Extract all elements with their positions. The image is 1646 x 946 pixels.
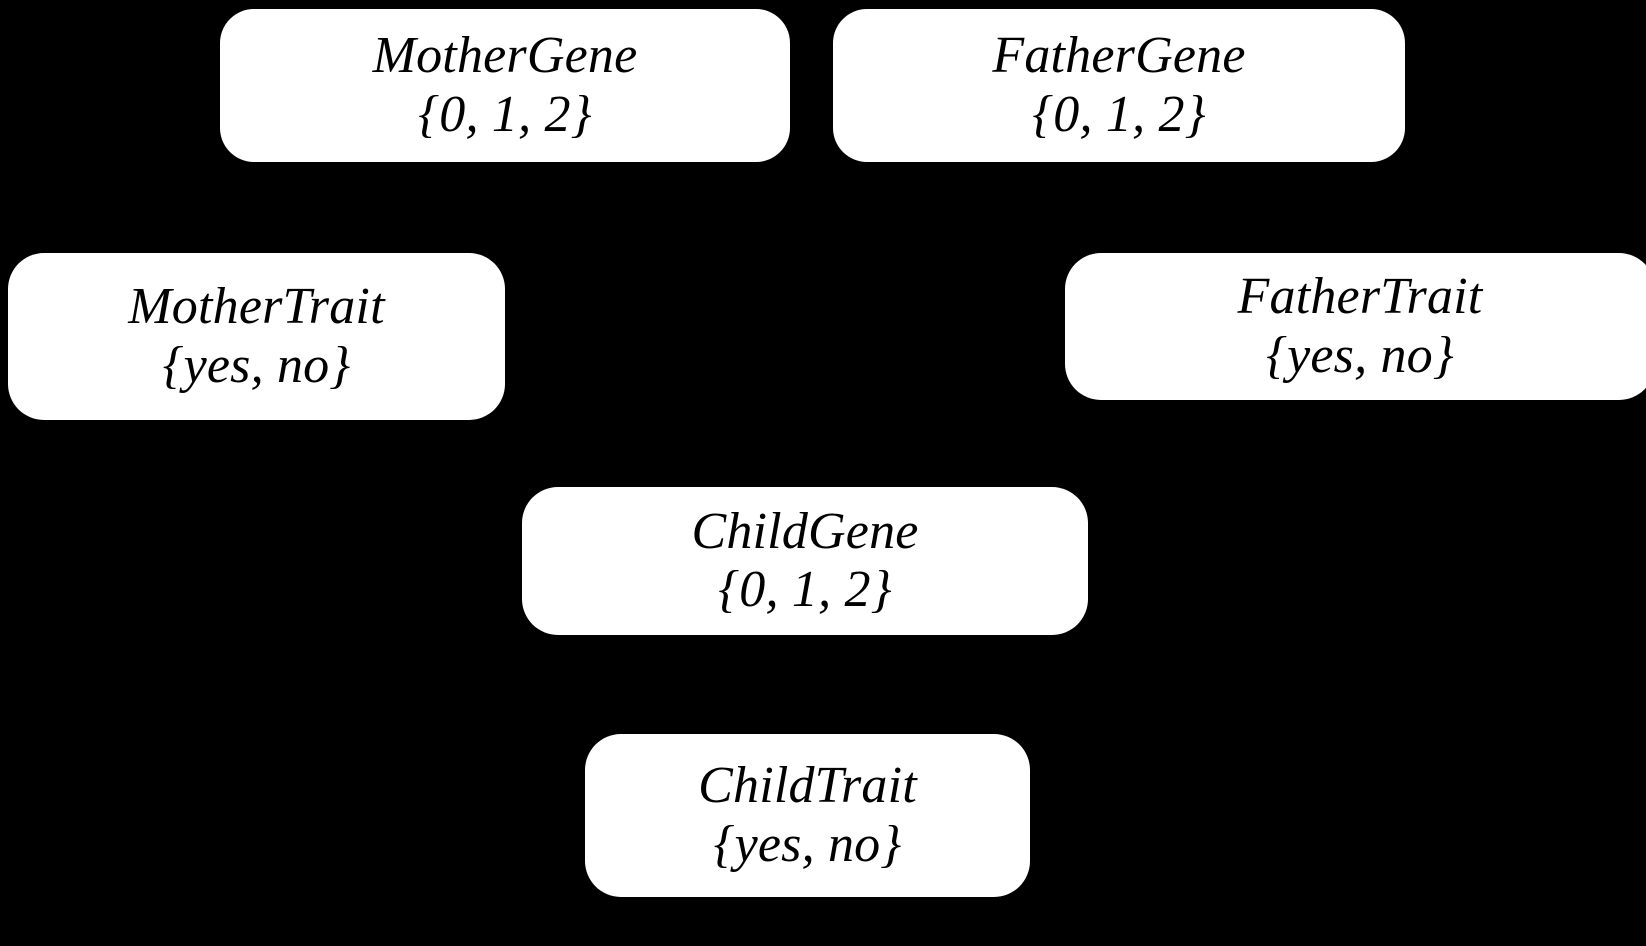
node-child-trait-domain: {yes, no} <box>713 815 902 873</box>
node-mother-gene[interactable]: MotherGene {0, 1, 2} <box>220 9 790 162</box>
node-father-gene[interactable]: FatherGene {0, 1, 2} <box>833 9 1405 162</box>
node-mother-gene-domain: {0, 1, 2} <box>418 85 592 143</box>
node-mother-trait[interactable]: MotherTrait {yes, no} <box>8 253 505 420</box>
node-child-trait-title: ChildTrait <box>698 757 917 815</box>
node-father-trait-title: FatherTrait <box>1237 268 1483 326</box>
node-child-trait[interactable]: ChildTrait {yes, no} <box>585 734 1030 897</box>
node-mother-trait-title: MotherTrait <box>128 278 385 336</box>
node-father-gene-title: FatherGene <box>992 27 1246 85</box>
node-child-gene[interactable]: ChildGene {0, 1, 2} <box>522 487 1088 635</box>
node-father-trait[interactable]: FatherTrait {yes, no} <box>1065 253 1646 400</box>
node-father-trait-domain: {yes, no} <box>1266 326 1454 384</box>
node-mother-gene-title: MotherGene <box>372 27 638 85</box>
node-mother-trait-domain: {yes, no} <box>162 336 351 394</box>
node-father-gene-domain: {0, 1, 2} <box>1032 85 1206 143</box>
node-child-gene-title: ChildGene <box>691 502 919 560</box>
node-child-gene-domain: {0, 1, 2} <box>718 561 892 618</box>
